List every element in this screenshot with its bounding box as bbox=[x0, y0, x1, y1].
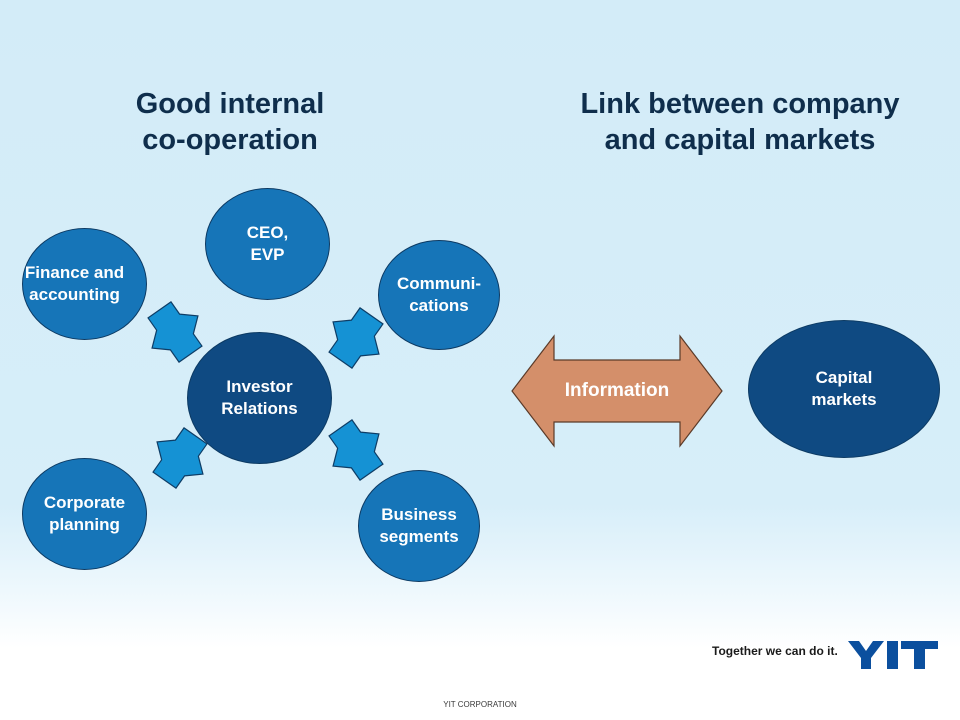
node-business-segments: Business segments bbox=[358, 470, 480, 582]
node-communications: Communi- cations bbox=[378, 240, 500, 350]
connector-ir-business bbox=[328, 419, 384, 481]
node-investor-relations: Investor Relations bbox=[187, 332, 332, 464]
node-ir-label: Investor Relations bbox=[221, 377, 298, 418]
node-ceo-evp: CEO, EVP bbox=[205, 188, 330, 300]
node-finance-accounting: Finance and accounting bbox=[22, 228, 147, 340]
information-label: Information bbox=[564, 380, 670, 401]
node-corporate-planning: Corporate planning bbox=[22, 458, 147, 570]
node-capital-label: Capital markets bbox=[811, 368, 877, 409]
node-corporate-label: Corporate planning bbox=[43, 493, 126, 534]
node-communications-label: Communi- cations bbox=[396, 274, 482, 315]
heading-internal-cooperation: Good internal co-operation bbox=[135, 88, 325, 156]
node-ceo-label: CEO, EVP bbox=[246, 223, 289, 264]
heading-link-capital-markets: Link between company and capital markets bbox=[580, 88, 900, 156]
node-finance-label: Finance and accounting bbox=[24, 263, 125, 304]
connector-ir-communications bbox=[328, 307, 384, 369]
connector-finance-ir bbox=[147, 301, 203, 363]
information-arrow bbox=[511, 334, 723, 448]
footer-corporation: YIT CORPORATION bbox=[443, 700, 517, 709]
node-capital-markets: Capital markets bbox=[748, 320, 940, 458]
node-business-label: Business segments bbox=[379, 505, 459, 546]
yit-logo bbox=[848, 641, 938, 669]
tagline: Together we can do it. bbox=[712, 644, 838, 658]
